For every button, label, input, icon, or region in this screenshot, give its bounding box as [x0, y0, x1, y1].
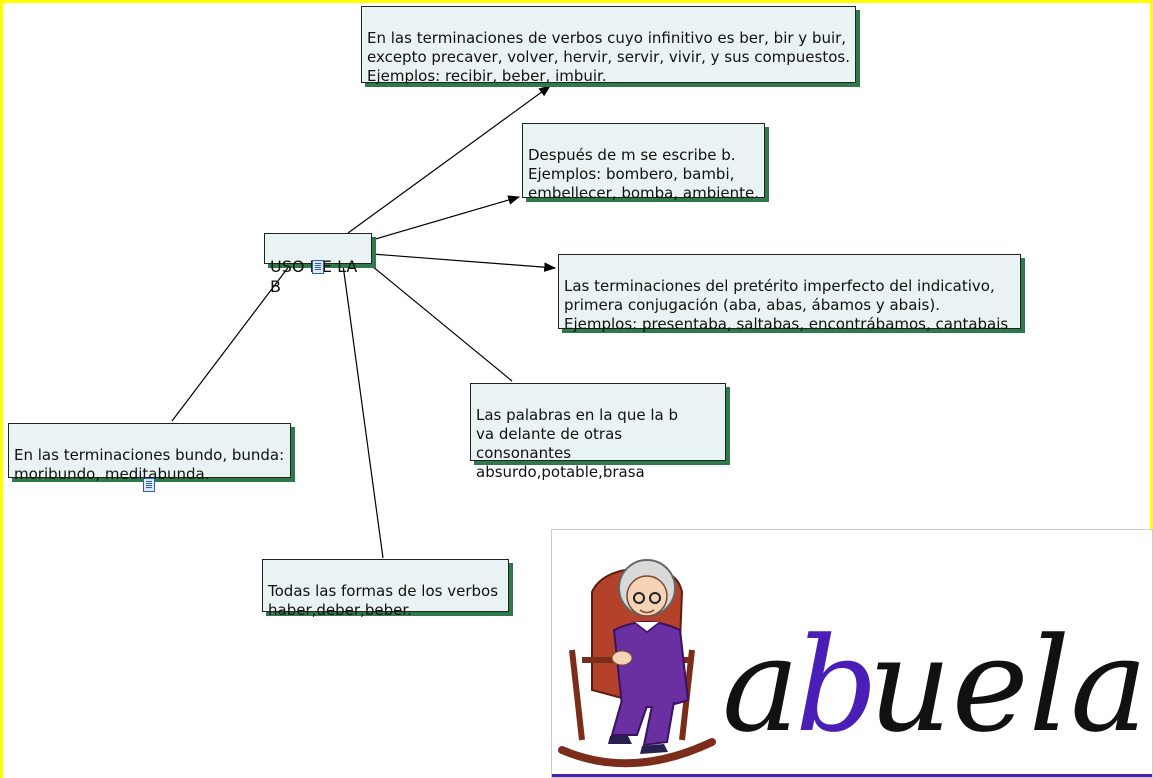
document-icon[interactable] [312, 260, 324, 274]
link-to-haber [342, 264, 384, 559]
grandma-icon [608, 559, 690, 754]
node-preterite[interactable]: Las terminaciones del pretérito imperfec… [558, 254, 1021, 333]
word-b: b [795, 609, 878, 761]
link-to-after-m [371, 195, 521, 241]
node-after-m[interactable]: Después de m se escribe b. Ejemplos: bom… [522, 123, 765, 202]
document-icon[interactable] [143, 478, 155, 492]
node-haber[interactable]: Todas las formas de los verbos haber,deb… [262, 559, 509, 619]
link-to-consonants [371, 265, 513, 382]
node-bundo[interactable]: En las terminaciones bundo, bunda: morib… [8, 423, 291, 483]
node-bundo-text: En las terminaciones bundo, bunda: morib… [14, 446, 285, 483]
node-after-m-text: Después de m se escribe b. Ejemplos: bom… [528, 146, 759, 202]
node-haber-text: Todas las formas de los verbos haber,deb… [268, 582, 499, 619]
link-to-preterite [371, 253, 557, 272]
node-consonants[interactable]: Las palabras en la que la b va delante d… [470, 383, 726, 481]
node-consonants-text: Las palabras en la que la b va delante d… [476, 406, 678, 481]
underline-bar [552, 774, 1152, 777]
word-uela: uela [868, 609, 1148, 761]
word-a: a [722, 609, 800, 761]
link-to-bundo [171, 264, 291, 422]
node-verbs-ber[interactable]: En las terminaciones de verbos cuyo infi… [361, 6, 856, 85]
link-to-verbs-ber [347, 85, 551, 234]
grandma-rocking-chair-image: a b uela [552, 559, 1152, 777]
node-verbs-ber-text: En las terminaciones de verbos cuyo infi… [367, 29, 850, 85]
abuela-illustration: a b uela [551, 529, 1153, 778]
node-preterite-text: Las terminaciones del pretérito imperfec… [564, 277, 1009, 333]
